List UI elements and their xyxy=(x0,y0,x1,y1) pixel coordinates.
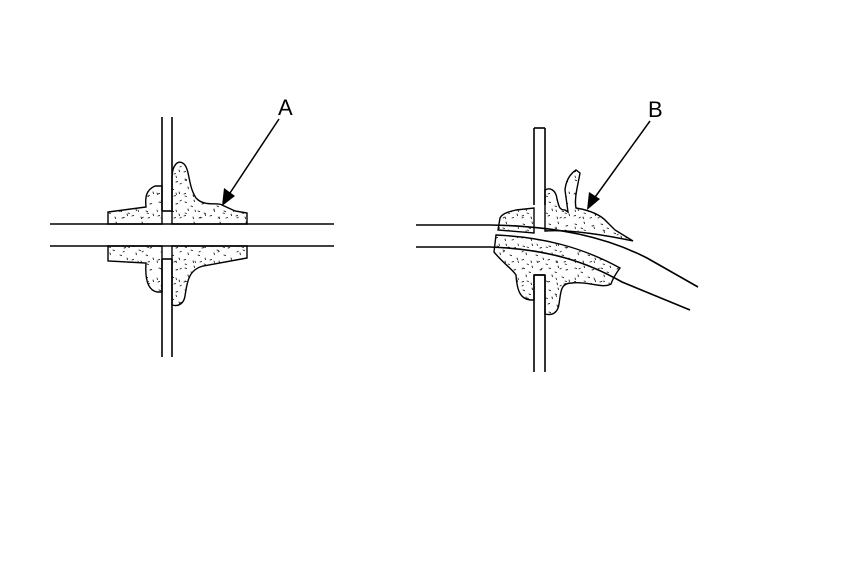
callout-label-b: B xyxy=(648,97,663,122)
grommet-b-figure: B xyxy=(416,97,699,372)
leader-arrow-a xyxy=(222,118,280,206)
leader-arrow-b xyxy=(587,120,651,210)
harness-a xyxy=(50,223,334,247)
harness-b xyxy=(416,224,699,311)
panel-b xyxy=(533,127,546,372)
grommet-a-figure: A xyxy=(50,95,334,357)
callout-label-a: A xyxy=(278,95,293,120)
panel-a xyxy=(161,117,173,357)
